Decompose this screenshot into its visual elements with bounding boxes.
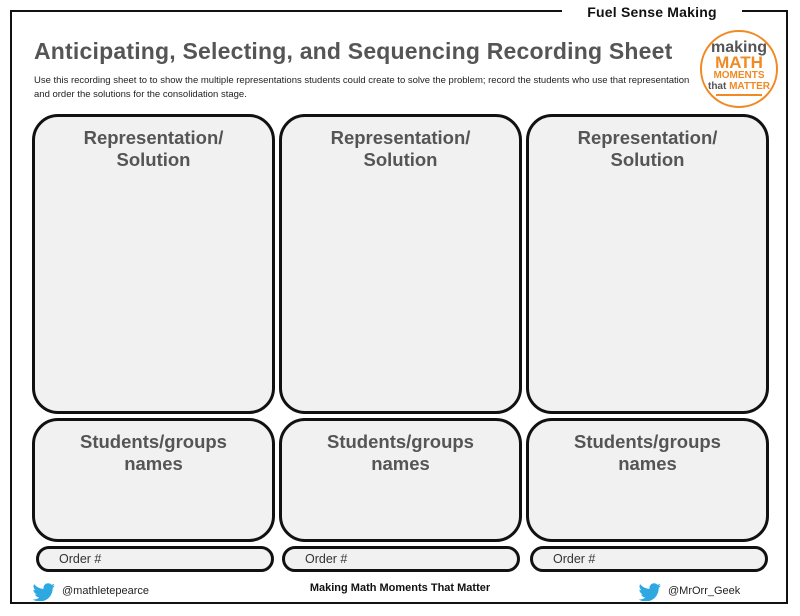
order-field-2[interactable]: Order # bbox=[282, 546, 520, 572]
logo-underline bbox=[716, 94, 762, 96]
students-box-3[interactable]: Students/groups names bbox=[526, 418, 769, 542]
students-label: Students/groups names bbox=[80, 431, 227, 474]
representation-label: Representation/ Solution bbox=[83, 127, 224, 170]
footer-center-text: Making Math Moments That Matter bbox=[300, 582, 500, 594]
order-label: Order # bbox=[305, 552, 348, 566]
representation-box-3[interactable]: Representation/ Solution bbox=[526, 114, 769, 414]
footer-left-handle: @mathletepearce bbox=[60, 585, 151, 597]
order-field-1[interactable]: Order # bbox=[36, 546, 274, 572]
twitter-bird-icon bbox=[32, 583, 55, 601]
logo-text-moments: MOMENTS bbox=[713, 70, 765, 81]
page-frame bbox=[10, 10, 788, 604]
representation-box-1[interactable]: Representation/ Solution bbox=[32, 114, 275, 414]
page-title: Anticipating, Selecting, and Sequencing … bbox=[34, 38, 673, 64]
logo-text-that: that bbox=[707, 81, 730, 92]
students-box-1[interactable]: Students/groups names bbox=[32, 418, 275, 542]
logo-text-matter: MATTER bbox=[729, 81, 771, 92]
twitter-bird-icon bbox=[638, 583, 661, 601]
students-label: Students/groups names bbox=[574, 431, 721, 474]
representation-label: Representation/ Solution bbox=[330, 127, 471, 170]
footer-right-handle: @MrOrr_Geek bbox=[666, 585, 743, 597]
order-label: Order # bbox=[59, 552, 102, 566]
students-label: Students/groups names bbox=[327, 431, 474, 474]
logo-text-making: making bbox=[710, 39, 767, 56]
order-label: Order # bbox=[553, 552, 596, 566]
students-box-2[interactable]: Students/groups names bbox=[279, 418, 522, 542]
logo-text-that-matter: that MATTER bbox=[702, 81, 776, 92]
instructions-text: Use this recording sheet to to show the … bbox=[34, 75, 690, 100]
representation-box-2[interactable]: Representation/ Solution bbox=[279, 114, 522, 414]
making-math-moments-logo: making MATH MOMENTS that MATTER bbox=[700, 30, 778, 108]
top-label: Fuel Sense Making bbox=[562, 0, 742, 24]
order-field-3[interactable]: Order # bbox=[530, 546, 768, 572]
logo-text-math: MATH bbox=[715, 53, 763, 72]
representation-label: Representation/ Solution bbox=[577, 127, 718, 170]
